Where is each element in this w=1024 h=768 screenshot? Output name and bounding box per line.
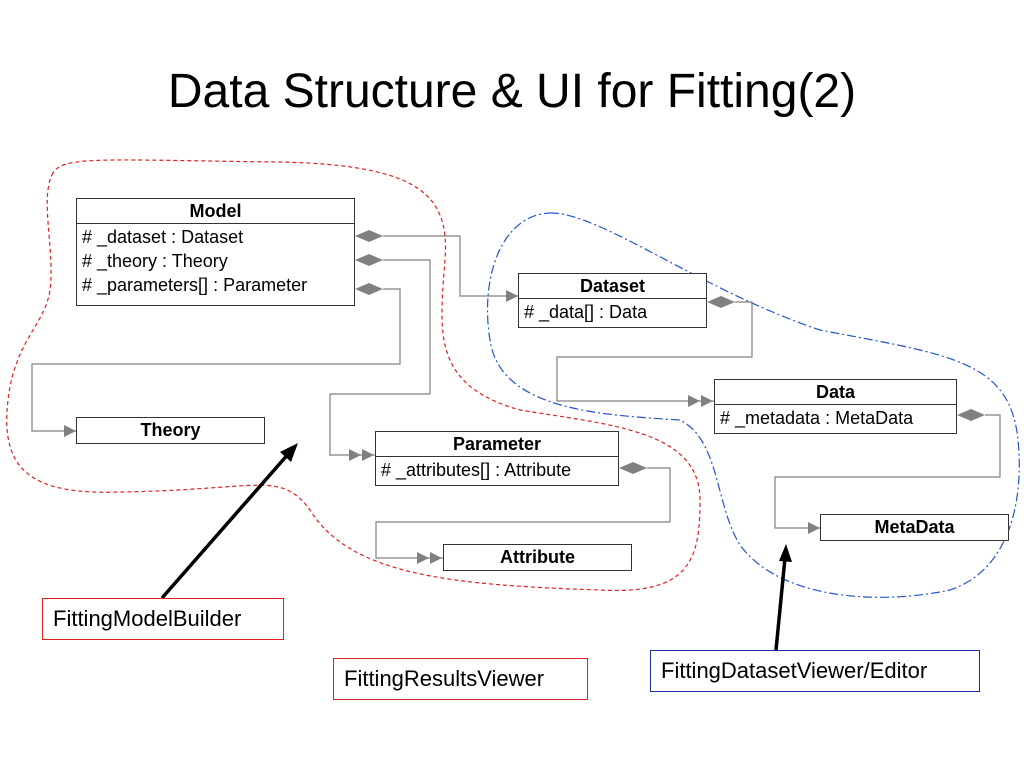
class-attribute: # _dataset : Dataset bbox=[82, 227, 244, 247]
model-builder-region bbox=[6, 159, 701, 592]
label-fitting-dataset-viewer[interactable]: FittingDatasetViewer/Editor bbox=[650, 650, 980, 692]
class-name: Parameter bbox=[452, 434, 542, 454]
class-attributes: # _dataset : Dataset # _theory : Theory … bbox=[77, 223, 354, 298]
class-name: Model bbox=[189, 201, 242, 221]
class-parameter[interactable]: Parameter # _attributes[] : Attribute bbox=[375, 431, 619, 486]
class-dataset[interactable]: Dataset # _data[] : Data bbox=[518, 273, 707, 328]
class-theory[interactable]: Theory bbox=[76, 417, 265, 444]
connector-parameter-attribute bbox=[375, 462, 671, 564]
class-name: Data bbox=[815, 382, 855, 402]
label-fitting-model-builder[interactable]: FittingModelBuilder bbox=[42, 598, 284, 640]
class-attribute[interactable]: Attribute bbox=[443, 544, 632, 571]
class-attributes: # _data[] : Data bbox=[519, 298, 706, 325]
class-attributes: # _metadata : MetaData bbox=[715, 404, 956, 431]
connector-model-parameter bbox=[329, 254, 431, 461]
pointer-arrow-model-builder bbox=[160, 443, 298, 600]
connector-model-dataset bbox=[355, 230, 518, 302]
slide-title: Data Structure & UI for Fitting(2) bbox=[167, 65, 857, 118]
connector-data-metadata bbox=[774, 409, 1001, 534]
label-fitting-results-viewer[interactable]: FittingResultsViewer bbox=[333, 658, 588, 700]
dataset-viewer-region bbox=[486, 212, 1020, 598]
connector-dataset-data bbox=[556, 296, 753, 407]
class-name: MetaData bbox=[874, 517, 955, 537]
class-attributes: # _attributes[] : Attribute bbox=[376, 456, 618, 483]
class-model[interactable]: Model # _dataset : Dataset # _theory : T… bbox=[76, 198, 355, 306]
class-attribute: # _metadata : MetaData bbox=[720, 408, 914, 428]
class-attribute: # _attributes[] : Attribute bbox=[381, 460, 572, 480]
class-metadata[interactable]: MetaData bbox=[820, 514, 1009, 541]
class-attribute: # _theory : Theory bbox=[82, 251, 228, 271]
class-name: Dataset bbox=[579, 276, 646, 296]
class-name: Theory bbox=[140, 420, 201, 440]
class-attribute: # _parameters[] : Parameter bbox=[82, 275, 308, 295]
class-name: Attribute bbox=[500, 547, 575, 567]
connector-model-theory bbox=[31, 283, 401, 437]
class-attribute: # _data[] : Data bbox=[524, 302, 648, 322]
class-data[interactable]: Data # _metadata : MetaData bbox=[714, 379, 957, 434]
pointer-arrow-dataset-viewer bbox=[774, 544, 792, 651]
